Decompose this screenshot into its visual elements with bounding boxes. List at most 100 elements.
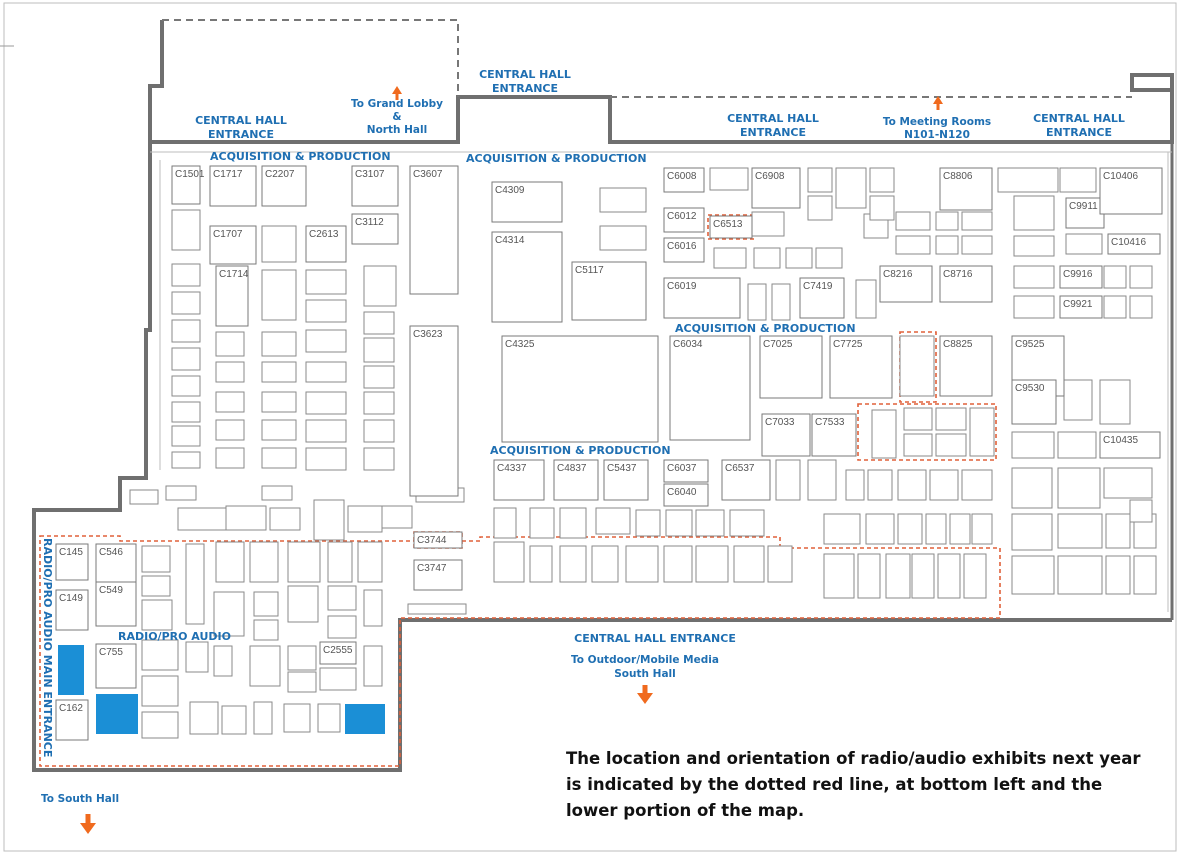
booth-c6034[interactable]: C6034 <box>669 335 751 441</box>
booth-rect[interactable] <box>635 509 661 537</box>
booth-rect[interactable] <box>903 433 933 457</box>
booth-c546[interactable]: C546 <box>95 543 137 589</box>
booth-rect[interactable] <box>665 509 693 537</box>
booth-rect[interactable] <box>823 513 861 545</box>
booth-rect[interactable] <box>997 167 1059 193</box>
booth-rect[interactable] <box>949 513 971 545</box>
booth-rect[interactable] <box>141 639 179 671</box>
booth-c8825[interactable]: C8825 <box>939 335 993 397</box>
booth-rect[interactable] <box>363 265 397 307</box>
booth-rect[interactable] <box>261 419 297 441</box>
booth-rect[interactable] <box>283 703 311 733</box>
booth-c3623[interactable]: C3623 <box>409 325 459 497</box>
booth-c7419[interactable]: C7419 <box>799 277 845 319</box>
booth-rect[interactable] <box>733 545 765 583</box>
booth-c8806[interactable]: C8806 <box>939 167 993 211</box>
booth-rect[interactable] <box>407 603 467 615</box>
booth-c6537[interactable]: C6537 <box>721 459 771 501</box>
booth-rect[interactable] <box>213 645 233 677</box>
booth-rect[interactable] <box>305 269 347 295</box>
booth-rect[interactable] <box>305 391 347 415</box>
booth-rect[interactable] <box>171 425 201 447</box>
booth-c149[interactable]: C149 <box>55 589 89 631</box>
booth-rect[interactable] <box>961 469 993 501</box>
booth-rect[interactable] <box>327 615 357 639</box>
booth-rect[interactable] <box>287 671 317 693</box>
booth-rect[interactable] <box>971 513 993 545</box>
booth-rect[interactable] <box>221 705 247 735</box>
booth-rect[interactable] <box>171 375 201 397</box>
booth-c3747[interactable]: C3747 <box>413 559 463 591</box>
booth-rect[interactable] <box>1013 235 1055 257</box>
booth-rect[interactable] <box>935 235 959 255</box>
booth-rect[interactable] <box>261 485 293 501</box>
booth-c6019[interactable]: C6019 <box>663 277 741 319</box>
booth-rect[interactable] <box>493 541 525 583</box>
booth-rect[interactable] <box>363 337 395 363</box>
booth-c6012[interactable]: C6012 <box>663 207 705 233</box>
booth-c9916[interactable]: C9916 <box>1059 265 1103 289</box>
booth-rect[interactable] <box>253 591 279 617</box>
booth-rect[interactable] <box>261 331 297 357</box>
booth-c9921[interactable]: C9921 <box>1059 295 1103 319</box>
booth-c10406[interactable]: C10406 <box>1099 167 1163 215</box>
booth-rect[interactable] <box>357 541 383 583</box>
booth-rect[interactable] <box>363 645 383 687</box>
booth-rect[interactable] <box>1063 379 1093 421</box>
booth-rect[interactable] <box>897 513 923 545</box>
booth-rect[interactable] <box>305 447 347 471</box>
booth-c2207[interactable]: C2207 <box>261 165 307 207</box>
booth-rect[interactable] <box>751 211 785 237</box>
booth-rect[interactable] <box>141 675 179 707</box>
booth-rect[interactable] <box>857 553 881 599</box>
booth-rect[interactable] <box>1065 233 1103 255</box>
booth-rect[interactable] <box>1011 555 1055 595</box>
booth-rect[interactable] <box>313 499 345 541</box>
booth-c1707[interactable]: C1707 <box>209 225 257 265</box>
booth-rect[interactable] <box>695 509 725 537</box>
booth-rect[interactable] <box>1103 295 1127 319</box>
booth-rect[interactable] <box>215 331 245 357</box>
booth-rect[interactable] <box>327 541 353 583</box>
booth-rect[interactable] <box>1103 467 1153 499</box>
booth-rect[interactable] <box>871 409 897 459</box>
booth-rect[interactable] <box>961 211 993 231</box>
booth-rect[interactable] <box>1057 555 1103 595</box>
booth-rect[interactable] <box>1129 295 1153 319</box>
booth-rect[interactable] <box>225 505 267 531</box>
booth-rect[interactable] <box>287 541 321 583</box>
booth-rect[interactable] <box>249 645 281 687</box>
booth-rect[interactable] <box>869 167 895 193</box>
booth-c2613[interactable]: C2613 <box>305 225 347 263</box>
booth-rect[interactable] <box>709 167 749 191</box>
booth-rect[interactable] <box>327 585 357 611</box>
booth-rect[interactable] <box>1105 513 1131 549</box>
booth-rect[interactable] <box>363 391 395 415</box>
booth-rect[interactable] <box>695 545 729 583</box>
booth-rect[interactable] <box>185 543 205 625</box>
booth-rect[interactable] <box>347 505 383 533</box>
booth-c4837[interactable]: C4837 <box>553 459 599 501</box>
booth-rect[interactable] <box>185 641 209 673</box>
booth-rect[interactable] <box>171 319 201 343</box>
booth-rect[interactable] <box>1133 555 1157 595</box>
booth-c7025[interactable]: C7025 <box>759 335 823 399</box>
booth-rect[interactable] <box>599 225 647 251</box>
booth-rect[interactable] <box>141 711 179 739</box>
booth-rect[interactable] <box>753 247 781 269</box>
booth-rect[interactable] <box>253 701 273 735</box>
booth-rect[interactable] <box>1129 265 1153 289</box>
booth-rect[interactable] <box>845 469 865 501</box>
booth-rect[interactable] <box>363 419 395 443</box>
booth-rect[interactable] <box>1099 379 1131 425</box>
booth-c4309[interactable]: C4309 <box>491 181 563 223</box>
booth-rect[interactable] <box>807 195 833 221</box>
booth-rect[interactable] <box>559 545 587 583</box>
booth-rect[interactable] <box>937 553 961 599</box>
booth-rect[interactable] <box>1057 513 1103 549</box>
booth-rect[interactable] <box>1105 555 1131 595</box>
booth-c2555[interactable]: C2555 <box>319 641 357 665</box>
booth-rect[interactable] <box>261 361 297 383</box>
booth-rect[interactable] <box>897 469 927 501</box>
booth-rect[interactable] <box>1057 431 1097 459</box>
